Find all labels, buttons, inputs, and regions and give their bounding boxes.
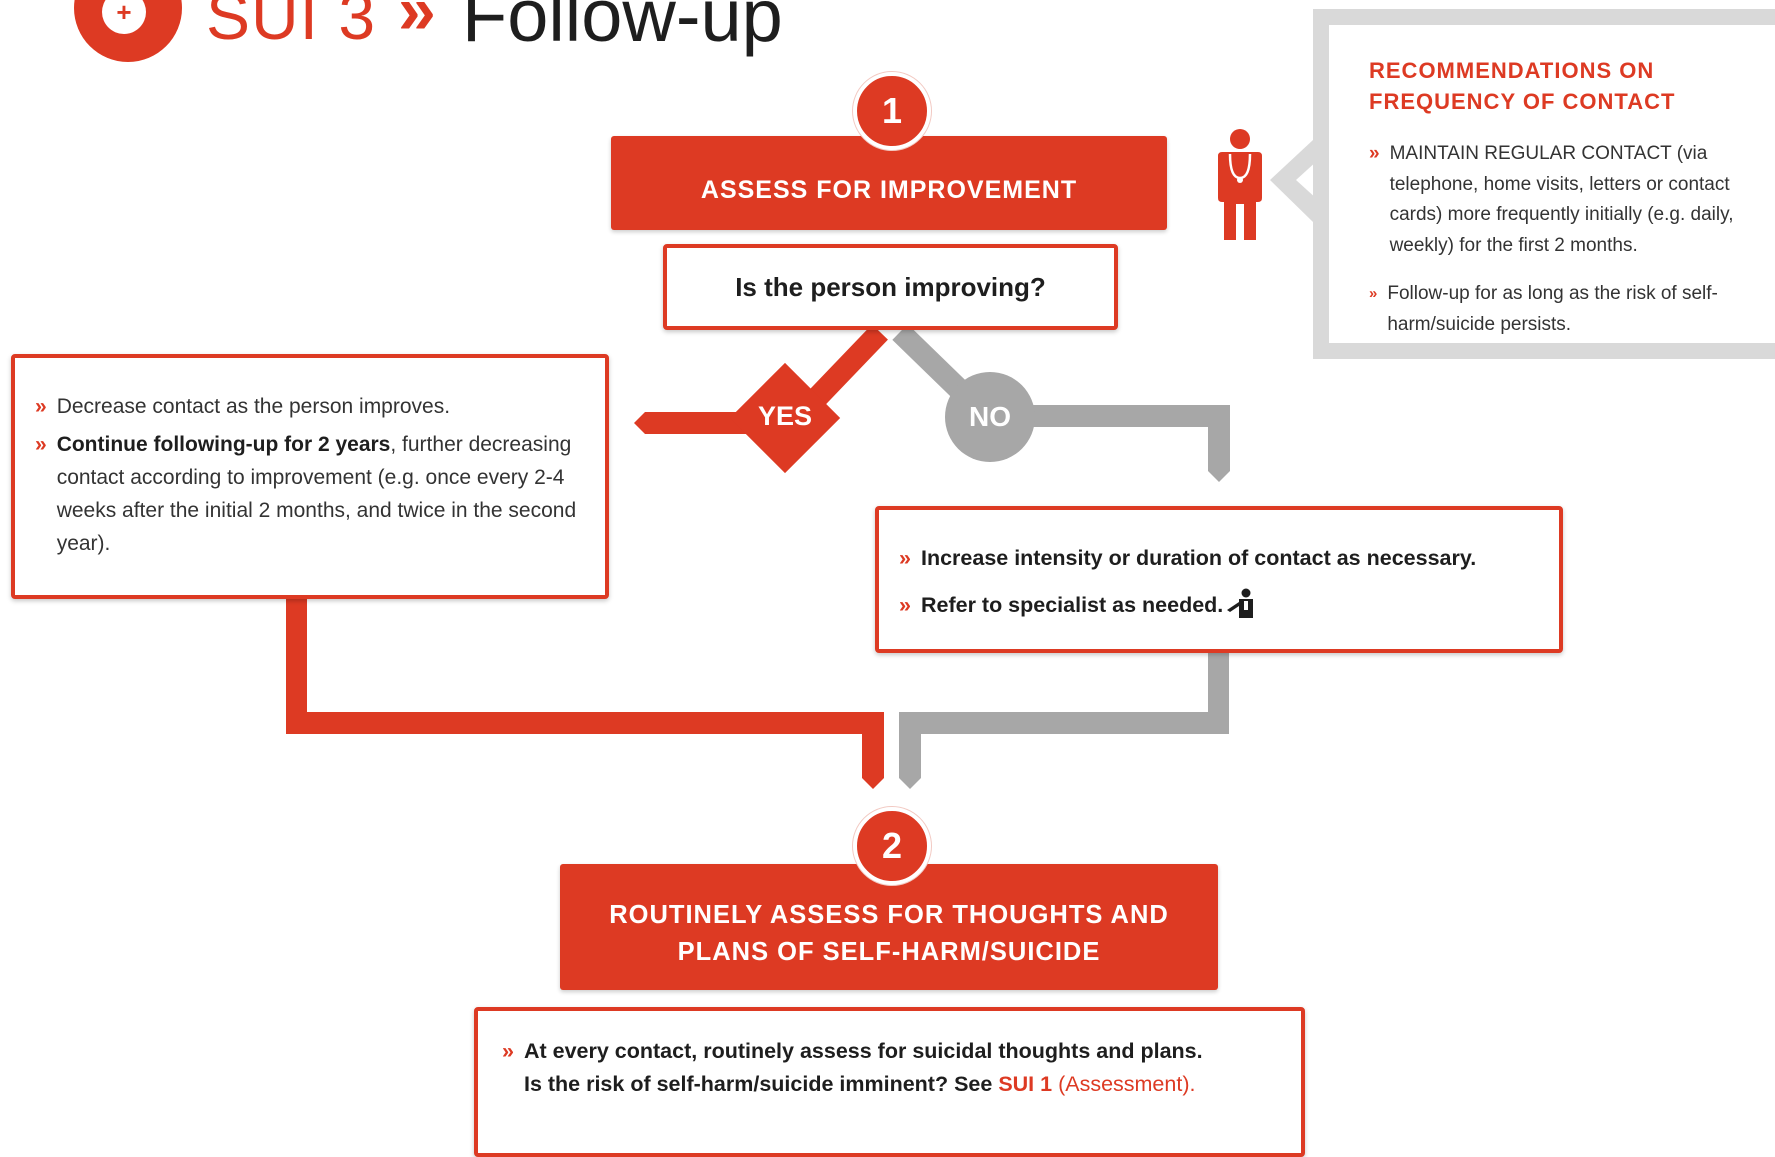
yes-label: YES [757, 401, 813, 431]
routine-assessment-box: » At every contact, routinely assess for… [474, 1007, 1305, 1157]
yes-item: » Decrease contact as the person improve… [35, 390, 595, 423]
yes-item-1: Decrease contact as the person improves. [56, 395, 451, 418]
page-title: Follow-up [462, 0, 783, 57]
health-worker-icon [1218, 129, 1262, 240]
routine-assessment-banner: ROUTINELY ASSESS FOR THOUGHTS AND PLANS … [560, 864, 1218, 990]
yes-item-2-emphasis: Continue following-up for 2 years [56, 433, 391, 456]
yes-outcome-box: » Decrease contact as the person improve… [11, 354, 609, 599]
no-circle: NO [945, 372, 1035, 462]
no-item: » Refer to specialist as needed. [899, 582, 1539, 629]
step-2-badge: 2 [853, 807, 931, 885]
routine-assessment-line2: PLANS OF SELF-HARM/SUICIDE [677, 938, 1101, 966]
yes-merge-path [286, 596, 884, 789]
question-box: Is the person improving? [663, 244, 1118, 330]
routine-assessment-content: At every contact, routinely assess for s… [524, 1035, 1203, 1101]
yes-left-arrow [634, 412, 760, 434]
recommendations-title-line1: RECOMMENDATIONS ON [1369, 58, 1655, 83]
module-code: SUI 3 [206, 0, 377, 53]
recommendation-item-1: MAINTAIN REGULAR CONTACT (via telephone,… [1389, 143, 1734, 256]
medical-plus-icon: + [116, 0, 132, 27]
routine-assessment-line1: ROUTINELY ASSESS FOR THOUGHTS AND [609, 901, 1169, 929]
chevron-right-icon: » [1369, 143, 1380, 164]
chevron-right-icon: » [502, 1039, 514, 1063]
routine-assessment-item: » At every contact, routinely assess for… [502, 1035, 1292, 1101]
no-item-2: Refer to specialist as needed. [920, 593, 1224, 617]
chevron-right-icon: » [899, 593, 911, 617]
assess-improvement-banner: ASSESS FOR IMPROVEMENT [611, 136, 1167, 230]
step-2-number: 2 [881, 825, 903, 866]
sui1-link[interactable]: SUI 1 [998, 1072, 1053, 1096]
imminent-risk-question: Is the risk of self-harm/suicide imminen… [523, 1072, 999, 1096]
step-1-badge: 1 [853, 72, 931, 150]
step-1-number: 1 [881, 90, 903, 131]
no-item-1: Increase intensity or duration of contac… [920, 546, 1477, 570]
no-merge-path [899, 650, 1229, 789]
chevron-right-icon: » [1369, 285, 1378, 302]
title-separator: » [398, 0, 436, 48]
routine-assessment-line-2: Is the risk of self-harm/suicide imminen… [524, 1068, 1203, 1101]
yes-item-2: Continue following-up for 2 years, furth… [57, 428, 595, 560]
recommendations-panel: RECOMMENDATIONS ON FREQUENCY OF CONTACT … [1313, 9, 1775, 359]
recommendation-item: » MAINTAIN REGULAR CONTACT (via telephon… [1369, 139, 1759, 261]
assessment-note: (Assessment). [1052, 1072, 1196, 1096]
yes-item-2-rest: , further decreasing contact according t… [56, 433, 577, 555]
rec-pointer [1270, 140, 1313, 222]
question-text: Is the person improving? [735, 271, 1046, 302]
no-right-arrow [1020, 405, 1230, 482]
specialist-icon [1227, 588, 1254, 618]
recommendation-item: » Follow-up for as long as the risk of s… [1369, 279, 1759, 340]
recommendations-title: RECOMMENDATIONS ON FREQUENCY OF CONTACT [1369, 55, 1769, 117]
no-label: NO [969, 401, 1011, 432]
assess-improvement-label: ASSESS FOR IMPROVEMENT [700, 175, 1078, 204]
logo-inner [102, 0, 146, 34]
chevron-right-icon: » [899, 546, 911, 570]
no-outcome-box: » Increase intensity or duration of cont… [875, 506, 1563, 653]
yes-connector [802, 324, 888, 413]
chevron-right-icon: » [35, 395, 47, 418]
yes-item: » Continue following-up for 2 years, fur… [35, 428, 595, 560]
recommendation-item-2: Follow-up for as long as the risk of sel… [1387, 283, 1718, 335]
routine-assessment-line-1: At every contact, routinely assess for s… [523, 1039, 1203, 1063]
no-item: » Increase intensity or duration of cont… [899, 535, 1539, 582]
recommendations-title-line2: FREQUENCY OF CONTACT [1369, 89, 1676, 114]
chevron-right-icon: » [35, 433, 47, 456]
